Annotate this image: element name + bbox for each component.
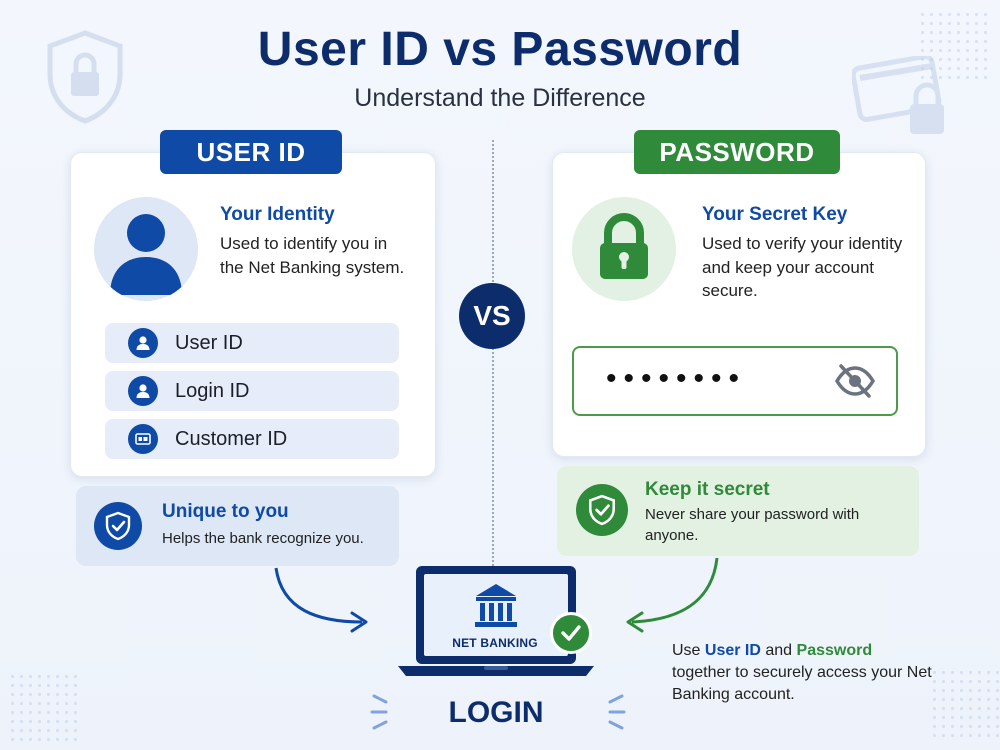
user-icon (110, 214, 182, 295)
user-icon (128, 328, 158, 358)
password-info-title: Keep it secret (645, 479, 770, 500)
id-card-icon (128, 424, 158, 454)
arrow-from-password (626, 557, 719, 633)
password-description: Used to verify your identity and keep yo… (702, 234, 903, 300)
usage-password: Password (796, 642, 873, 659)
vs-badge: VS (459, 283, 525, 349)
usage-text: Use (672, 642, 705, 659)
user-avatar (94, 197, 198, 301)
padlock-icon (600, 213, 648, 279)
usage-text: and (760, 642, 797, 659)
page-subtitle: Understand the Difference (354, 84, 646, 112)
user-id-badge: USER ID (160, 130, 342, 174)
password-mask: •••••••• (606, 362, 747, 395)
shield-check-icon (576, 484, 628, 536)
id-type-label: User ID (175, 331, 243, 354)
bank-icon (475, 584, 517, 627)
emphasis-lines-right (608, 694, 626, 730)
user-id-heading: Your Identity (220, 204, 335, 225)
password-heading: Your Secret Key (702, 204, 848, 225)
decorative-dots (918, 10, 988, 80)
shield-lock-icon (47, 30, 123, 124)
eye-off-icon[interactable] (834, 362, 876, 400)
net-banking-label: NET BANKING (452, 636, 538, 650)
center-divider (492, 140, 494, 610)
laptop-icon (398, 566, 594, 676)
user-id-info-description: Helps the bank recognize you. (162, 530, 364, 547)
shield-check-icon (94, 502, 142, 550)
password-input[interactable] (572, 346, 898, 416)
user-id-description: Used to identify you in the Net Banking … (220, 234, 405, 277)
emphasis-lines-left (370, 694, 388, 730)
password-info-description: Never share your password with anyone. (645, 506, 860, 544)
arrow-from-user-id (274, 567, 368, 633)
check-icon (550, 612, 592, 654)
id-type-label: Login ID (175, 379, 250, 402)
id-type-item: Customer ID (105, 419, 399, 459)
usage-text: together to securely access your Net Ban… (672, 664, 932, 703)
credit-card-lock-icon (852, 56, 944, 134)
password-badge: PASSWORD (634, 130, 840, 174)
id-type-label: Customer ID (175, 427, 288, 450)
id-type-item: User ID (105, 323, 399, 363)
usage-user-id: User ID (704, 642, 761, 659)
user-icon (128, 376, 158, 406)
user-id-info-title: Unique to you (162, 501, 289, 522)
page-title: User ID vs Password (257, 23, 743, 76)
login-label: LOGIN (448, 696, 544, 729)
decorative-dots (930, 668, 1000, 738)
usage-note: Use User ID and Password together to sec… (672, 640, 932, 706)
id-type-item: Login ID (105, 371, 399, 411)
lock-avatar (572, 197, 676, 301)
decorative-dots (8, 672, 78, 742)
